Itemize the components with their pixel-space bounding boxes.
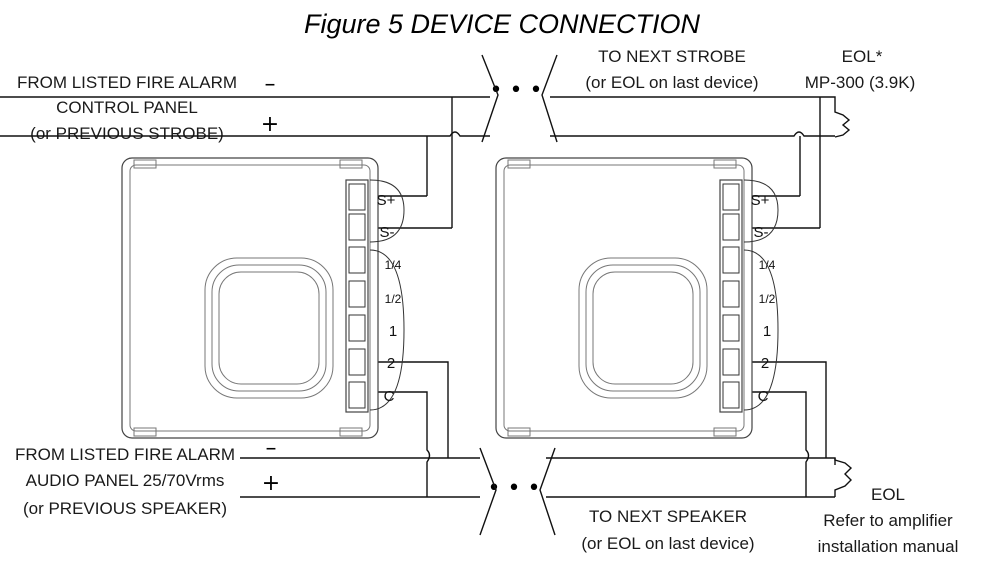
audio-label-line2: AUDIO PANEL 25/70Vrms xyxy=(26,471,225,490)
device-2-housing xyxy=(495,157,753,439)
device-1-terminal-block xyxy=(345,179,369,413)
device-1-terminal-two: 2 xyxy=(387,355,395,372)
device-2-terminal-s-minus: S- xyxy=(754,224,769,241)
break-mark-top-right xyxy=(541,54,558,143)
next-speaker-label-line1: TO NEXT SPEAKER xyxy=(589,507,747,526)
device-1-terminal-half: 1/2 xyxy=(385,292,402,306)
next-strobe-label-line1: TO NEXT STROBE xyxy=(598,47,746,66)
device-2-terminal-two: 2 xyxy=(761,355,769,372)
device-2-terminal-quarter: 1/4 xyxy=(759,258,776,272)
device-2-speaker-grille xyxy=(578,257,708,399)
device-1-terminal-s-minus: S- xyxy=(380,224,395,241)
strobe-plus-symbol: + xyxy=(261,112,279,137)
speaker-continuation-dots: • • • xyxy=(488,476,541,501)
break-mark-bottom-left xyxy=(479,447,497,536)
device-1-terminal-quarter: 1/4 xyxy=(385,258,402,272)
strobe-minus-symbol: – xyxy=(265,72,276,97)
strobe-bus-wires xyxy=(0,96,836,229)
device-1-terminal-s-plus: S+ xyxy=(377,192,396,209)
next-speaker-label-line2: (or EOL on last device) xyxy=(581,534,754,553)
eol-top-label-line2: MP-300 (3.9K) xyxy=(805,73,916,92)
speaker-minus-symbol: – xyxy=(266,436,277,461)
fire-alarm-label-line2: CONTROL PANEL xyxy=(56,98,198,117)
speaker-bus-wires xyxy=(240,361,836,498)
break-mark-top-left xyxy=(481,54,499,143)
eol-bottom-resistor xyxy=(834,458,853,497)
break-mark-bottom-right xyxy=(539,447,556,536)
device-1-housing xyxy=(121,157,379,439)
device-2-terminal-half: 1/2 xyxy=(759,292,776,306)
device-2-terminal-common: C xyxy=(758,388,769,405)
device-1-terminal-one: 1 xyxy=(389,323,397,340)
device-1-speaker-grille xyxy=(204,257,334,399)
eol-bottom-label-line1: EOL xyxy=(871,485,905,504)
eol-bottom-label-line2: Refer to amplifier xyxy=(823,511,953,530)
device-2-terminal-block xyxy=(719,179,743,413)
audio-label-line3: (or PREVIOUS SPEAKER) xyxy=(23,499,227,518)
fire-alarm-label-line1: FROM LISTED FIRE ALARM xyxy=(17,73,237,92)
device-1-terminal-common: C xyxy=(384,388,395,405)
eol-bottom-label-line3: installation manual xyxy=(818,537,959,556)
device-2-terminal-one: 1 xyxy=(763,323,771,340)
fire-alarm-label-line3: (or PREVIOUS STROBE) xyxy=(30,124,224,143)
figure-title: Figure 5 DEVICE CONNECTION xyxy=(304,9,701,39)
strobe-continuation-dots: • • • xyxy=(490,78,543,103)
eol-top-resistor xyxy=(834,110,851,138)
device-2-terminal-s-plus: S+ xyxy=(751,192,770,209)
device-2: S+ S- 1/4 1/2 1 2 C xyxy=(495,157,779,439)
eol-top-label-line1: EOL* xyxy=(842,47,883,66)
audio-label-line1: FROM LISTED FIRE ALARM xyxy=(15,445,235,464)
device-1: S+ S- 1/4 1/2 1 2 C xyxy=(121,157,405,439)
next-strobe-label-line2: (or EOL on last device) xyxy=(585,73,758,92)
speaker-plus-symbol: + xyxy=(262,471,280,496)
